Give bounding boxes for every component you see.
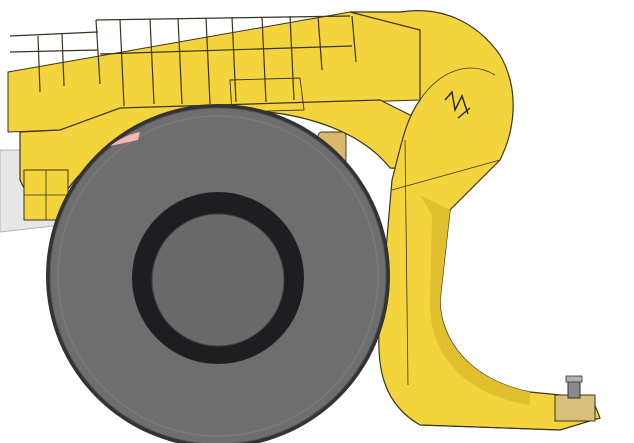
gooseneck-arm <box>349 10 601 431</box>
arm-panel-line <box>419 67 496 101</box>
wheel-icon <box>46 104 390 443</box>
tip-edge <box>419 424 561 431</box>
handrail-icon <box>9 15 357 107</box>
arm-panel-line <box>391 159 501 191</box>
arm-panel-line <box>404 139 409 386</box>
stamp-mark-icon <box>444 90 471 119</box>
hub <box>151 213 285 347</box>
hub-accent <box>110 132 140 146</box>
tire-highlight <box>57 115 379 437</box>
arm-shadow <box>420 195 530 405</box>
bolt-fitting-icon <box>554 375 596 422</box>
ladder-frame <box>229 77 305 113</box>
